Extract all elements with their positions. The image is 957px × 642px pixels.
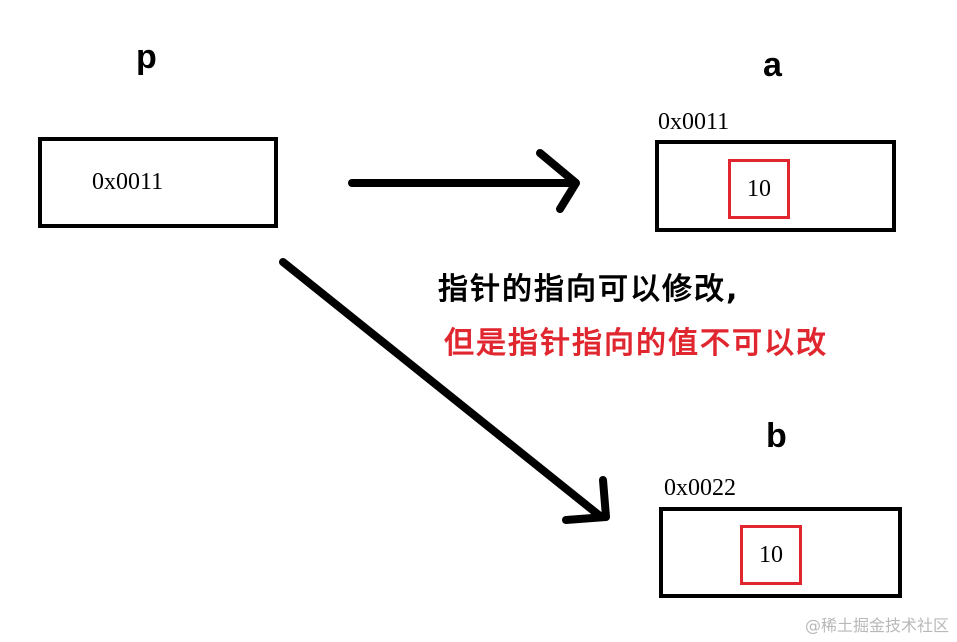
watermark: @稀土掘金技术社区 — [804, 616, 949, 635]
note-line-2: 但是指针指向的值不可以改 — [444, 326, 828, 361]
arrow-to-b-head — [562, 476, 610, 524]
variable-b-box — [659, 507, 902, 598]
pointer-name-label: p — [136, 38, 157, 76]
variable-b-value: 10 — [740, 525, 802, 585]
variable-b-address: 0x0022 — [664, 475, 736, 501]
variable-a-address: 0x0011 — [658, 109, 730, 135]
variable-b-name-label: b — [766, 417, 787, 455]
arrow-to-a-head — [536, 149, 580, 213]
variable-a-box — [655, 140, 896, 232]
variable-a-name-label: a — [763, 46, 782, 84]
pointer-box — [38, 137, 278, 228]
pointer-content: 0x0011 — [92, 169, 164, 195]
note-line-1: 指针的指向可以修改, — [438, 272, 740, 307]
variable-a-value: 10 — [728, 159, 790, 219]
arrow-to-b-shaft — [279, 258, 604, 520]
